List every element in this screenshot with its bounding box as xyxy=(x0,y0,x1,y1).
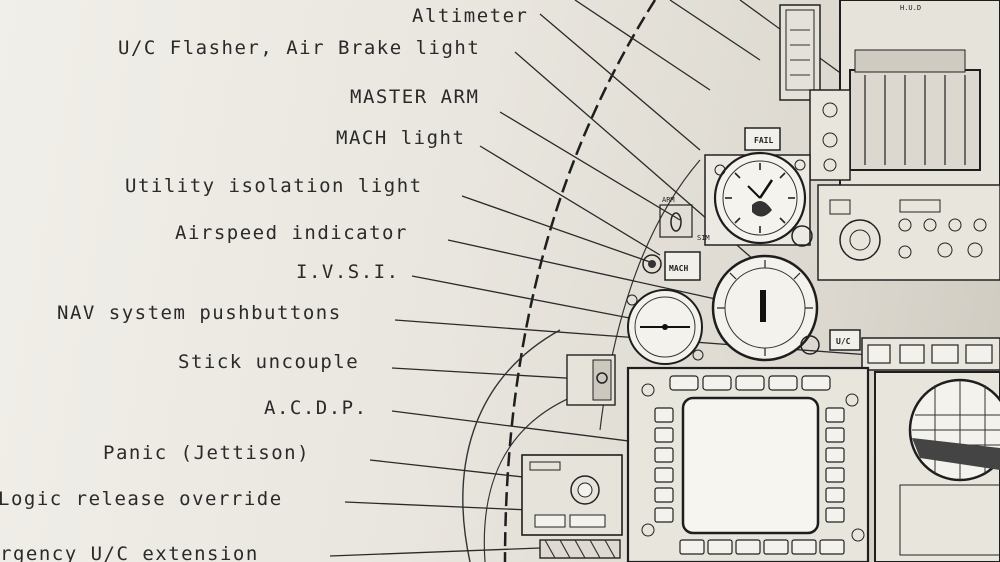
hud-header-text: H.U.D xyxy=(900,4,921,12)
sim-text: SIM xyxy=(697,234,710,242)
label-master-arm: MASTER ARM xyxy=(350,86,480,108)
arm-text: ARM xyxy=(662,196,675,204)
mach-lamp-text: MACH xyxy=(669,264,688,273)
label-airspeed: Airspeed indicator xyxy=(175,222,408,244)
label-ivsi: I.V.S.I. xyxy=(296,261,400,283)
label-altimeter: Altimeter xyxy=(412,5,529,27)
label-stick-uncouple: Stick uncouple xyxy=(178,351,360,373)
uc-button-text: U/C xyxy=(836,337,851,346)
label-utility-isolation: Utility isolation light xyxy=(125,175,423,197)
label-acdp: A.C.D.P. xyxy=(264,397,368,419)
label-nav-pushbuttons: NAV system pushbuttons xyxy=(57,302,342,324)
label-uc-flasher: U/C Flasher, Air Brake light xyxy=(118,37,481,59)
fail-lamp-text: FAIL xyxy=(754,136,773,145)
label-panic: Panic (Jettison) xyxy=(103,442,311,464)
label-logic-release: Logic release override xyxy=(0,488,283,510)
label-emergency-uc: rgency U/C extension xyxy=(0,543,259,562)
label-mach-light: MACH light xyxy=(336,127,466,149)
